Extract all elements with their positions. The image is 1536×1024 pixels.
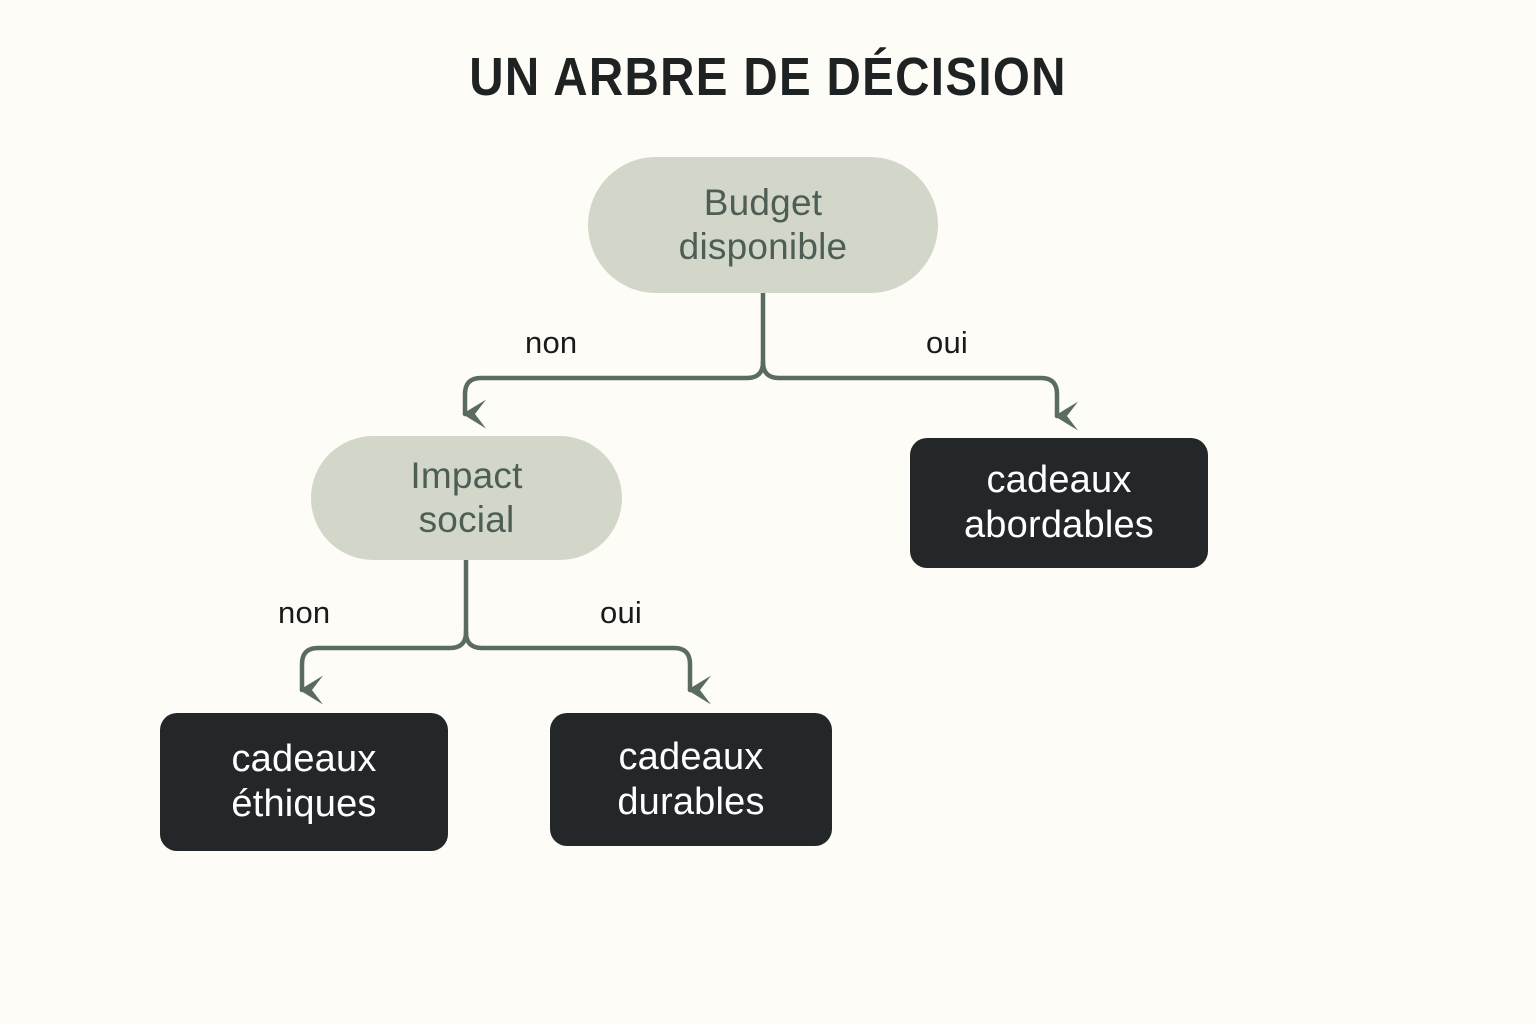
edge-label-impact-oui: oui <box>600 595 642 630</box>
node-budget-disponible[interactable]: Budget disponible <box>588 157 938 293</box>
edge-label-impact-non: non <box>278 595 331 630</box>
node-impact-social[interactable]: Impact social <box>311 436 622 560</box>
edge-impact-to-durables <box>463 629 711 705</box>
edge-root-to-abordables <box>760 359 1078 431</box>
edge-label-root-oui: oui <box>926 325 968 360</box>
node-cadeaux-abordables[interactable]: cadeaux abordables <box>910 438 1208 568</box>
node-cadeaux-ethiques[interactable]: cadeaux éthiques <box>160 713 448 851</box>
edge-label-root-non: non <box>525 325 578 360</box>
page-title: UN ARBRE DE DÉCISION <box>469 47 1067 107</box>
node-cadeaux-durables[interactable]: cadeaux durables <box>550 713 832 846</box>
edge-root-to-impact <box>462 359 766 429</box>
edge-impact-to-ethiques <box>299 629 469 705</box>
